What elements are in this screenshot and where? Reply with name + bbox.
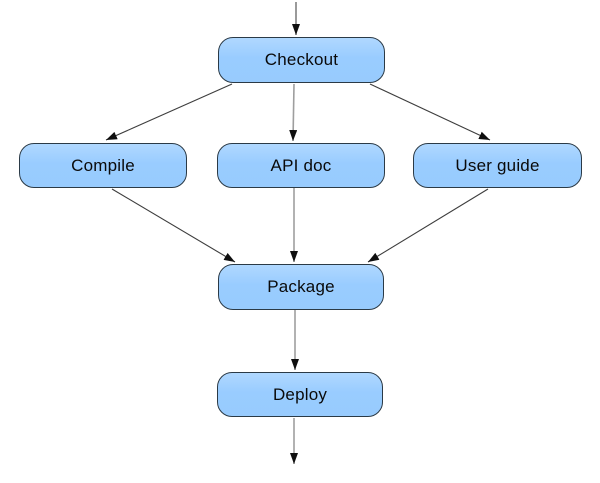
node-package-label: Package: [267, 277, 335, 296]
node-api-doc-label: API doc: [270, 155, 332, 175]
edge-checkout-apidoc: [289, 83, 298, 142]
edge-userguide-package: [367, 188, 489, 263]
node-checkout[interactable]: Checkout: [218, 37, 385, 83]
node-user-guide-label: User guide: [455, 155, 540, 175]
edge-checkout-userguide: [369, 83, 491, 141]
node-compile[interactable]: Compile: [19, 143, 187, 188]
node-api-doc[interactable]: API doc: [217, 143, 385, 188]
node-deploy[interactable]: Deploy: [217, 372, 383, 417]
node-package[interactable]: Package: [218, 264, 384, 310]
node-compile-label: Compile: [71, 155, 135, 175]
edge-checkout-compile: [105, 83, 233, 141]
node-checkout-label: Checkout: [264, 50, 339, 69]
node-deploy-label: Deploy: [272, 384, 328, 404]
edge-compile-package: [111, 188, 236, 263]
node-user-guide[interactable]: User guide: [413, 143, 582, 188]
